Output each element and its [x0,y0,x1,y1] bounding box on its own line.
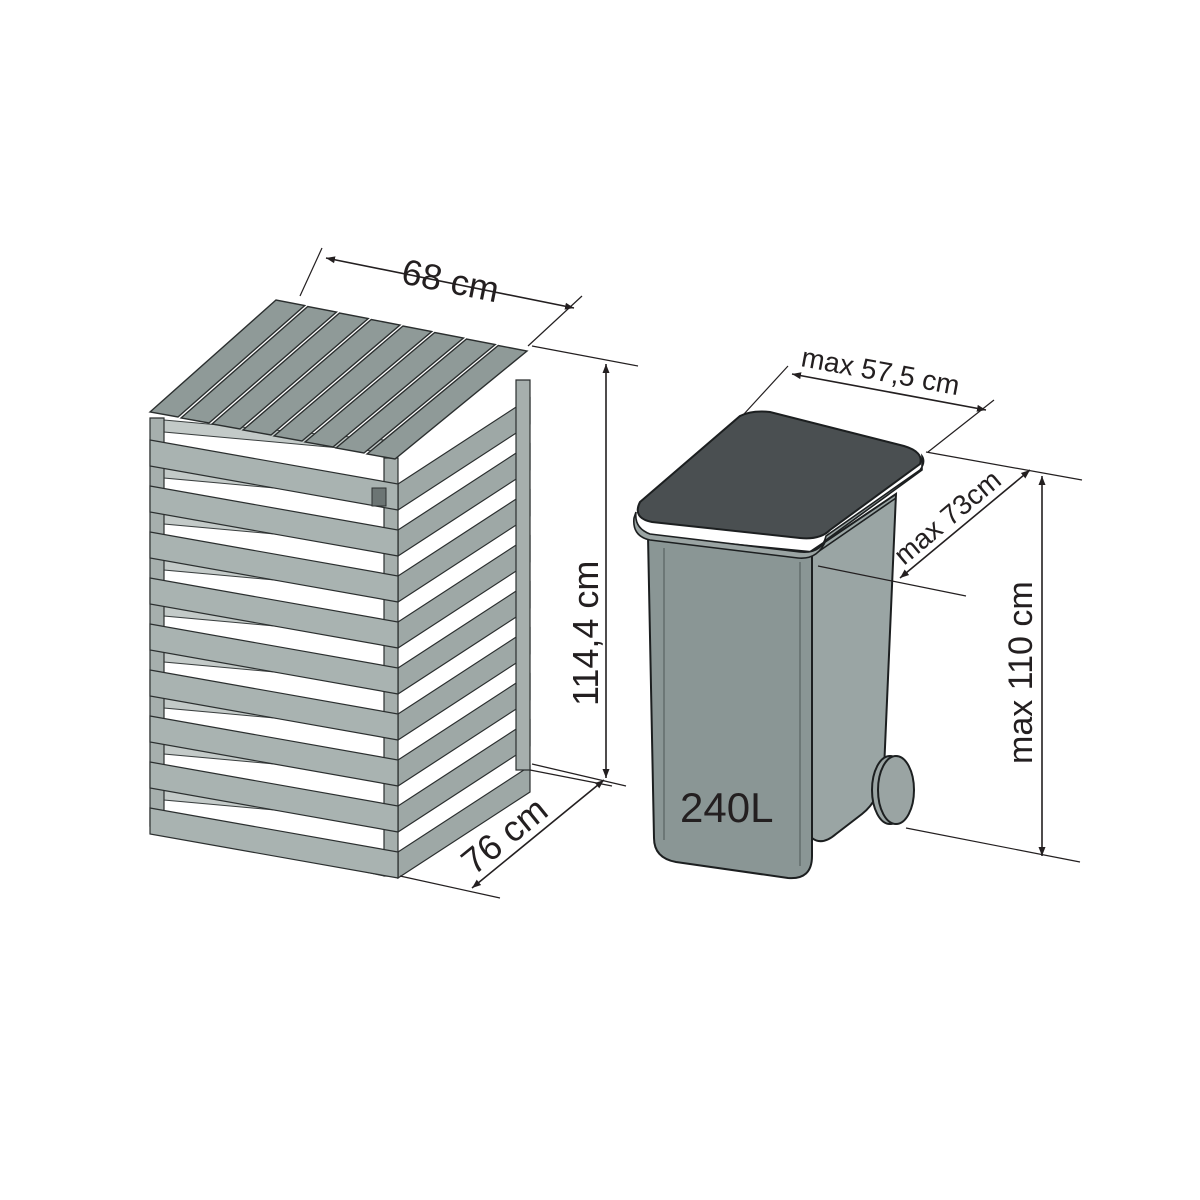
bin-capacity-label: 240L [680,784,773,831]
enclosure-lid-slat [148,299,307,418]
enclosure-front-slat [149,439,399,511]
enclosure-hinge [371,487,387,507]
enclosure-back-right-post [515,379,531,771]
enclosure-lid-slat [241,318,402,436]
enclosure-front-slat [149,715,399,787]
bin-front-panel [646,534,813,880]
enclosure-front-slat [149,485,399,557]
enclosure-front-slat [149,623,399,695]
bin-lid-rim [633,453,925,559]
bin-wheel [871,755,915,825]
enclosure-lid-slat [303,331,466,448]
enclosure-lid-slat [365,344,529,460]
bin-enclosure [148,299,531,880]
enclosure-height-label: 114,4 cm [565,561,606,706]
enclosure-height-dimension: 114,4 cm [531,345,639,787]
enclosure-lid-slat [272,325,434,442]
enclosure-front-slat [149,807,399,879]
enclosure-lid-slat [179,305,339,424]
enclosure-lid-slat [210,312,370,430]
bin-width-label: max 57,5 cm [799,341,962,401]
enclosure-front-slat [149,669,399,741]
enclosure-lid-slat [334,338,497,454]
wheelie-bin: 240L [633,410,925,880]
enclosure-front-slat [149,531,399,603]
enclosure-lid [148,299,529,460]
bin-lid [636,410,922,540]
enclosure-front-slat [149,761,399,833]
bin-height-dimension: max 110 cm [905,476,1081,863]
enclosure-width-label: 68 cm [398,251,502,311]
enclosure-side-slats [397,396,531,880]
enclosure-front-slat [149,577,399,649]
enclosure-front-slats [149,439,399,879]
bin-height-label: max 110 cm [1002,581,1040,764]
